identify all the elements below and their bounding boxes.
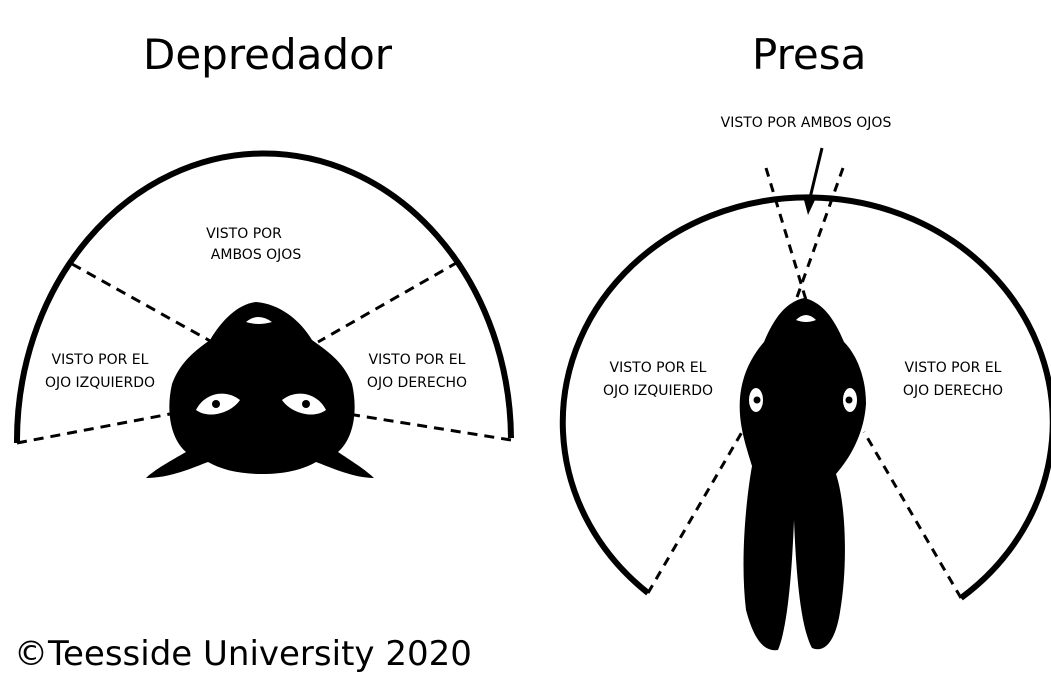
predator-left-eye-label-line2: OJO IZQUIERDO bbox=[45, 375, 155, 391]
prey-panel: VISTO POR AMBOS OJOS VISTO POR EL OJO IZ… bbox=[559, 115, 1051, 651]
predator-right-rear-boundary bbox=[347, 412, 512, 442]
copyright-notice: ©Teesside University 2020 bbox=[14, 634, 472, 674]
predator-binocular-label-line1: VISTO POR bbox=[206, 226, 282, 242]
predator-right-eye-label-line1: VISTO POR EL bbox=[369, 352, 466, 368]
predator-right-eye-label-line2: OJO DERECHO bbox=[367, 375, 467, 391]
predator-head-icon bbox=[146, 302, 374, 478]
predator-title: Depredador bbox=[143, 30, 393, 79]
prey-binocular-label: VISTO POR AMBOS OJOS bbox=[721, 115, 892, 131]
predator-field-arc bbox=[13, 150, 514, 444]
prey-right-eye-label-line1: VISTO POR EL bbox=[905, 360, 1002, 376]
prey-title: Presa bbox=[752, 30, 867, 79]
predator-left-eye-label-line1: VISTO POR EL bbox=[52, 352, 149, 368]
prey-field-arc bbox=[559, 194, 1051, 601]
prey-binocular-arrow-icon bbox=[804, 147, 824, 215]
prey-head-icon bbox=[739, 298, 866, 651]
prey-right-rear-boundary bbox=[862, 431, 963, 599]
predator-binocular-label-line2: AMBOS OJOS bbox=[211, 247, 302, 263]
prey-left-eye-label-line1: VISTO POR EL bbox=[610, 360, 707, 376]
prey-left-rear-boundary bbox=[646, 431, 744, 594]
prey-right-eye-label-line2: OJO DERECHO bbox=[903, 383, 1003, 399]
prey-field-boundaries bbox=[646, 167, 963, 599]
predator-panel: VISTO POR AMBOS OJOS VISTO POR EL OJO IZ… bbox=[13, 150, 514, 478]
predator-field-boundaries bbox=[16, 260, 512, 445]
prey-binocular-boundary-right bbox=[794, 167, 845, 301]
predator-left-binocular-boundary bbox=[71, 262, 213, 344]
predator-right-binocular-boundary bbox=[317, 260, 459, 344]
prey-left-eye-label-line2: OJO IZQUIERDO bbox=[603, 383, 713, 399]
prey-binocular-boundary-left bbox=[764, 167, 808, 301]
predator-left-rear-boundary bbox=[16, 412, 171, 445]
